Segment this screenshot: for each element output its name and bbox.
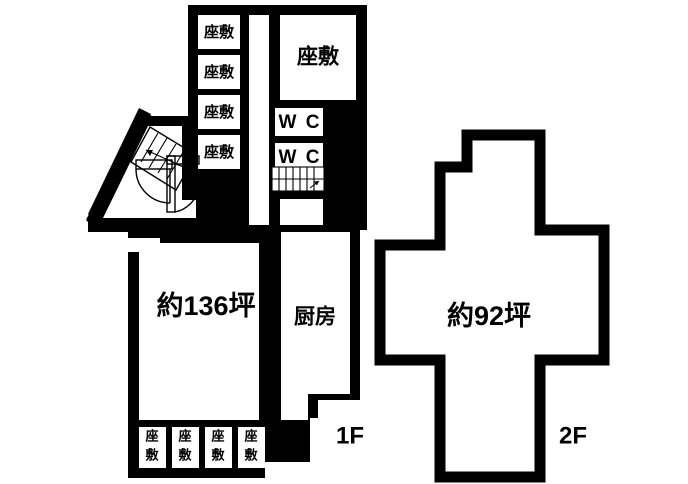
first-floor-label: 1F: [336, 422, 364, 449]
plan-labels: 座敷 座敷 座敷 座敷 座敷 W C W C 約136坪 厨房 座 敷 座 敷 …: [144, 23, 587, 462]
second-floor-label: 2F: [559, 422, 587, 449]
wc-lower-label: W C: [279, 147, 322, 168]
tatami-room-south-2-label-top: 座: [177, 428, 191, 443]
tatami-room-north-2-label: 座敷: [203, 63, 235, 81]
tatami-room-south-3-label-top: 座: [210, 428, 224, 443]
tatami-room-south-1-label-top: 座: [144, 428, 158, 443]
center-stair-arrow-head: [314, 181, 319, 186]
tatami-room-north-4-label: 座敷: [203, 143, 235, 161]
tatami-room-south-3: [205, 427, 232, 468]
tatami-room-north-3: [198, 95, 240, 129]
wc-room-upper: [275, 108, 323, 136]
wc-upper-label: W C: [279, 112, 322, 133]
tatami-room-north-3-label: 座敷: [203, 103, 235, 121]
second-floor-area-label: 約92坪: [447, 300, 531, 331]
center-stair: [271, 166, 325, 192]
tatami-room-south-4-label-top: 座: [243, 428, 257, 443]
tatami-room-north-2: [198, 55, 240, 89]
tatami-room-south-1-label-bottom: 敷: [145, 447, 159, 462]
tatami-room-large: [280, 15, 356, 100]
tatami-room-south-3-label-bottom: 敷: [211, 447, 225, 462]
tatami-room-south-1: [139, 427, 166, 468]
second-floor-structure: [374, 129, 610, 483]
kitchen-room: [281, 232, 350, 420]
entry-diagonal-outer-wall: [88, 108, 151, 219]
main-hall-136: [139, 243, 259, 420]
tatami-room-south-4: [238, 427, 265, 468]
entry-stair-arrow-head: [146, 150, 153, 156]
tatami-room-north-1-label: 座敷: [203, 23, 235, 41]
tatami-room-north-4: [198, 135, 240, 169]
first-floor-label-area: [318, 400, 366, 478]
tatami-room-south-2-label-bottom: 敷: [178, 447, 192, 462]
tatami-room-large-label: 座敷: [297, 45, 340, 69]
second-floor-outline: [374, 129, 610, 483]
first-floor-area-label: 約136坪: [156, 290, 255, 321]
north-corridor: [249, 15, 269, 225]
first-floor-structure: [86, 5, 367, 478]
kitchen-label: 厨房: [294, 305, 336, 329]
tatami-room-south-2: [172, 427, 199, 468]
vestibule-double-door: [166, 155, 200, 213]
tatami-room-south-4-label-bottom: 敷: [244, 447, 258, 462]
stair-landing-corridor: [280, 199, 323, 225]
tatami-room-north-1: [198, 15, 240, 49]
wc-room-lower: [275, 143, 323, 171]
